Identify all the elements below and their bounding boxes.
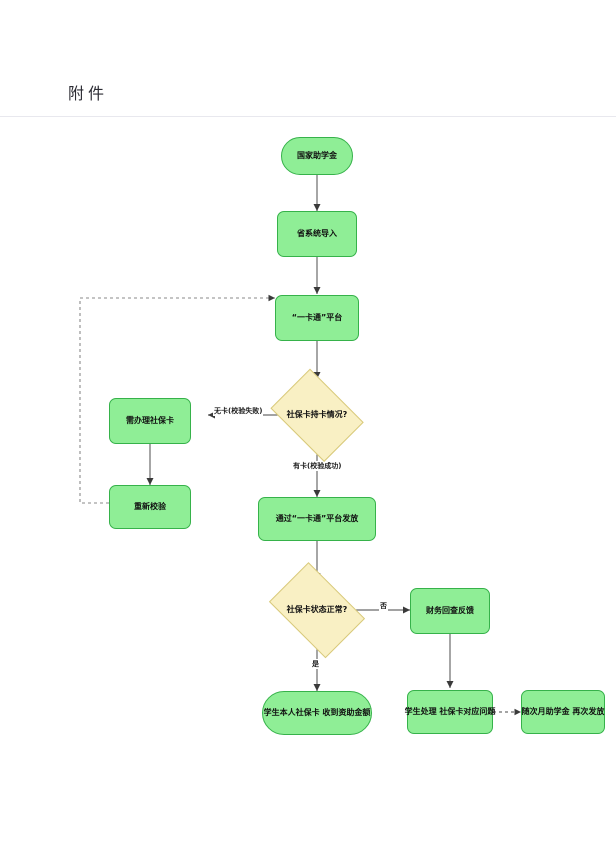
flow-node-label: 学生处理 社保卡对应问题: [404, 707, 496, 717]
flow-node-label: 财务回查反馈: [426, 606, 474, 616]
flow-node-label: 省系统导入: [297, 229, 337, 239]
flow-node-redisburse-next-month[interactable]: 随次月助学金 再次发放: [521, 690, 605, 734]
flow-node-label: 社保卡状态正常?: [286, 605, 348, 615]
title-divider: [0, 116, 616, 117]
edge-n6-n3-dashed: [79, 294, 275, 504]
flow-node-label: 需办理社保卡: [126, 416, 174, 426]
edge-label-has-card: 有卡(校验成功): [292, 461, 343, 471]
flow-node-disburse-via-platform[interactable]: 通过“一卡通”平台发放: [258, 497, 376, 541]
flow-node-apply-social-card[interactable]: 需办理社保卡: [109, 398, 191, 444]
flow-node-label: 学生本人社保卡 收到资助金额: [263, 708, 371, 718]
flow-node-label: 重新校验: [134, 502, 166, 512]
page-title: 附件: [68, 84, 109, 103]
flow-node-finance-recheck-feedback[interactable]: 财务回查反馈: [410, 588, 490, 634]
edge-label-no: 否: [379, 601, 388, 611]
flow-decision-card-holding-status[interactable]: 社保卡持卡情况?: [265, 368, 369, 462]
edge-label-no-card: 无卡(校验失败): [213, 406, 264, 416]
flow-node-student-resolve-card-issue[interactable]: 学生处理 社保卡对应问题: [404, 690, 496, 734]
flow-node-label: 国家助学金: [297, 151, 337, 161]
flow-node-label: 随次月助学金 再次发放: [521, 707, 605, 717]
flow-node-label: 社保卡持卡情况?: [286, 410, 348, 420]
flow-node-label: 通过“一卡通”平台发放: [275, 514, 359, 524]
flow-node-student-received-funds[interactable]: 学生本人社保卡 收到资助金额: [262, 691, 372, 735]
flow-node-label: “一卡通”平台: [291, 313, 343, 323]
flow-node-provincial-import[interactable]: 省系统导入: [277, 211, 357, 257]
flow-node-yikatong-platform[interactable]: “一卡通”平台: [275, 295, 359, 341]
flow-node-national-grant[interactable]: 国家助学金: [281, 137, 353, 175]
edge-label-yes: 是: [311, 659, 320, 669]
flow-node-revalidate[interactable]: 重新校验: [109, 485, 191, 529]
flow-decision-card-status-normal[interactable]: 社保卡状态正常?: [262, 562, 372, 658]
